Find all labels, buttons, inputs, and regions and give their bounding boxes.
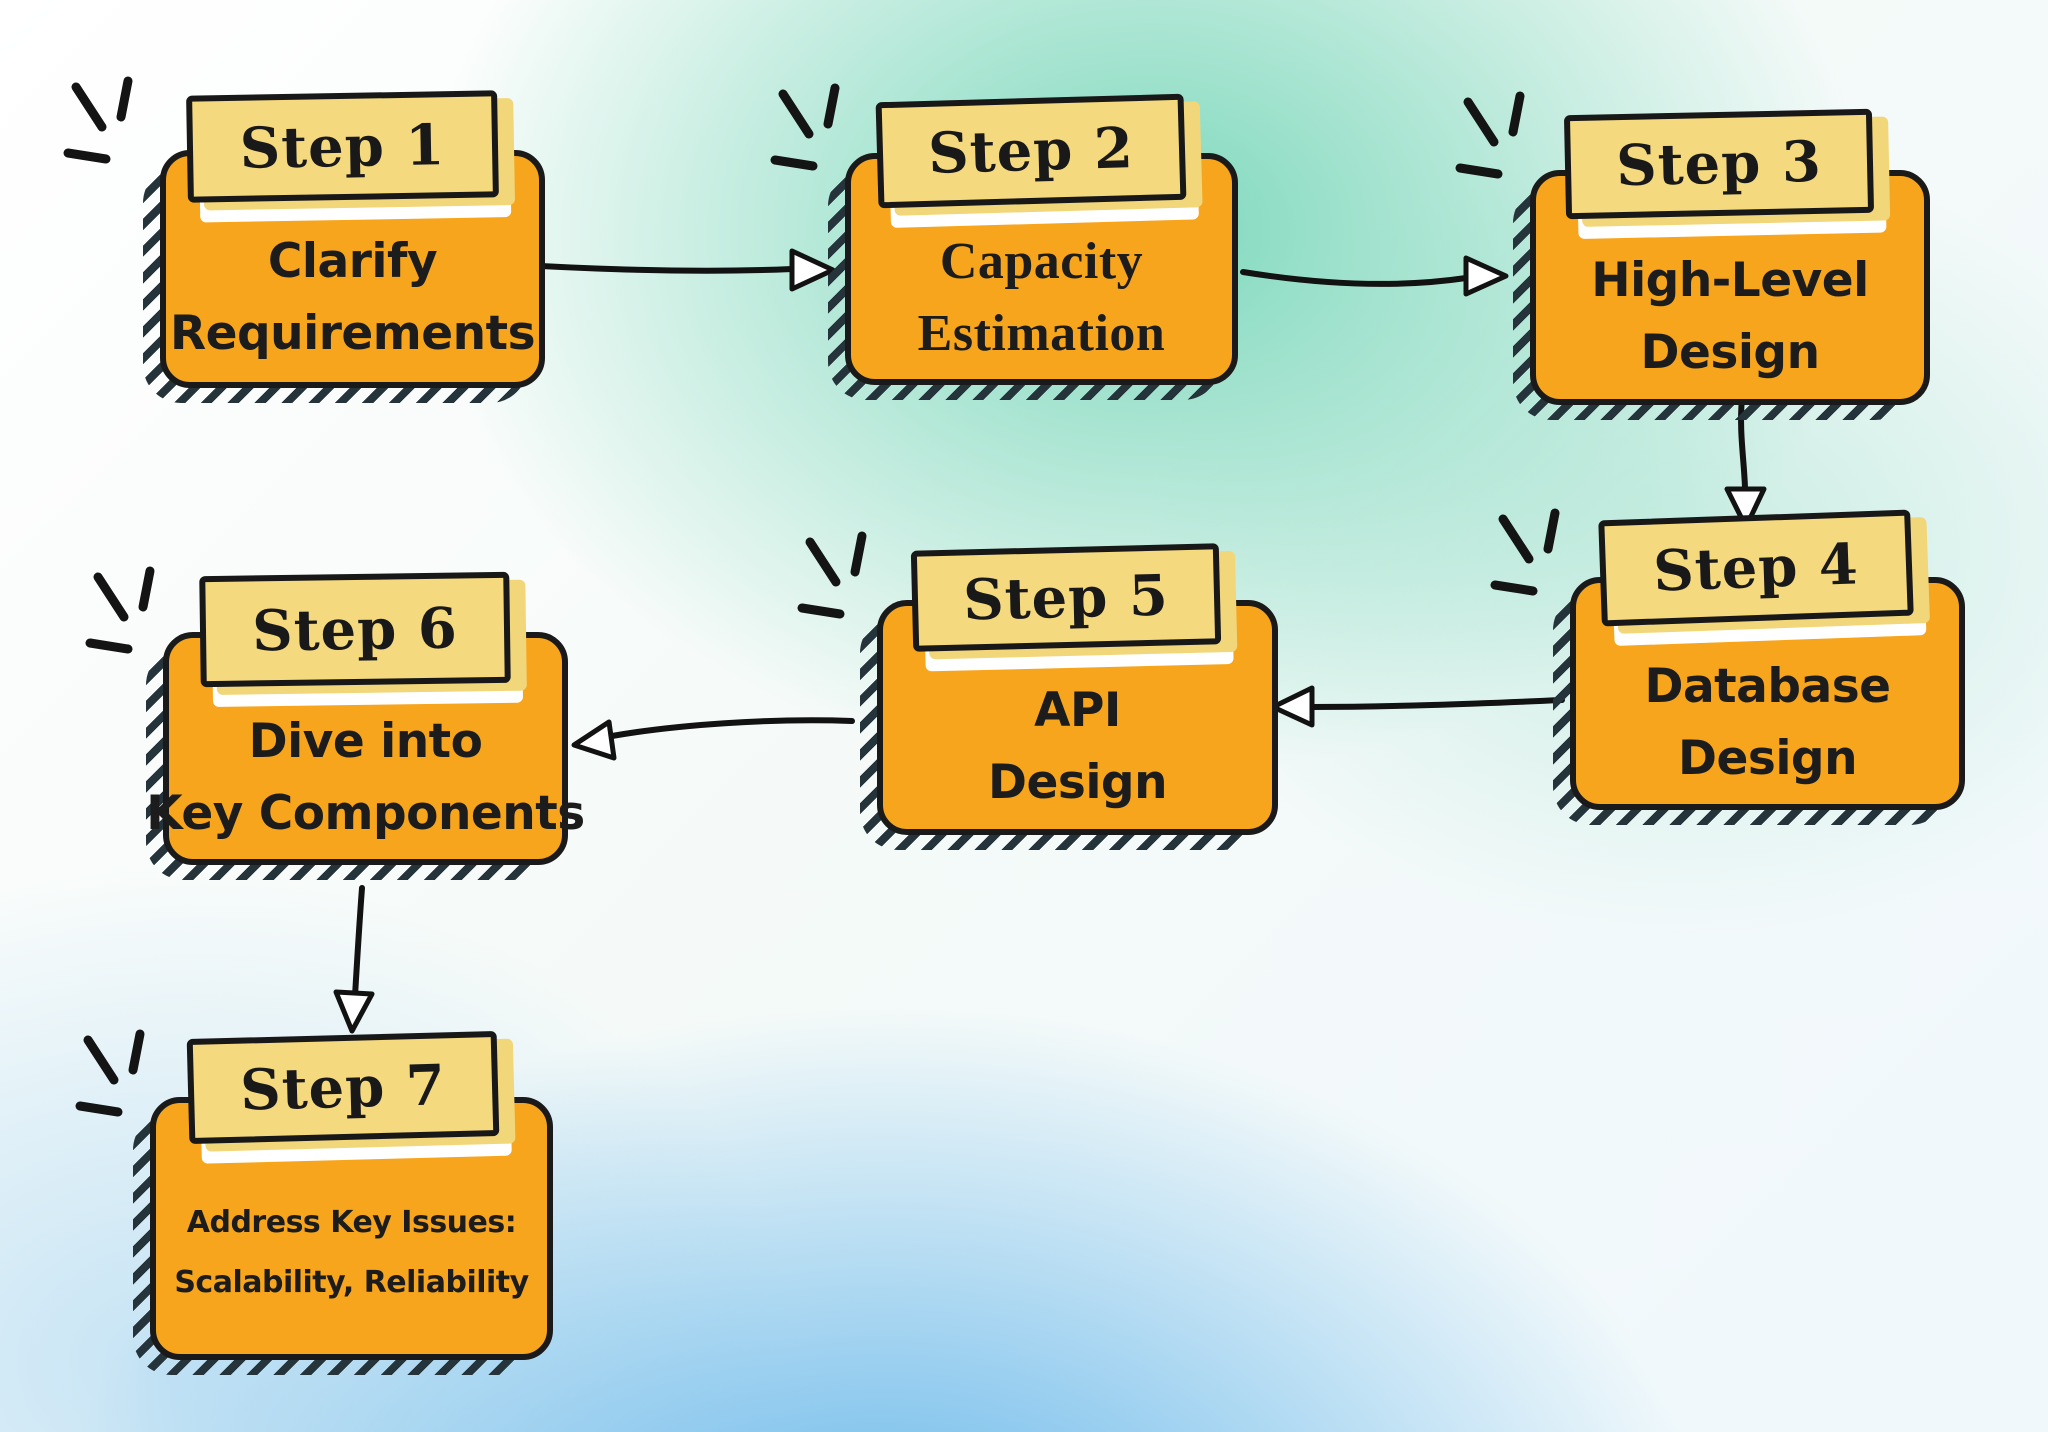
step-7-text-line: Scalability, Reliability [174, 1264, 529, 1300]
step-6-card: Dive into Key Components Step 6 [146, 571, 585, 880]
arrow-step6-to-step7 [333, 885, 375, 1034]
step-5-text-line: API [1034, 682, 1121, 738]
step-6-text-line: Dive into [248, 713, 483, 769]
step-2-label-tab: Step 2 [875, 93, 1187, 209]
step-5-label-tab: Step 5 [910, 543, 1222, 652]
sparkle-icon [797, 531, 867, 619]
sparkle-icon [75, 1029, 145, 1117]
step-1-text-line: Clarify [267, 234, 438, 289]
step-3-label-tab: Step 3 [1563, 108, 1875, 220]
step-4-label-tab: Step 4 [1598, 509, 1914, 627]
step-4-text-line: Database [1644, 658, 1891, 714]
arrow-step2-to-step3 [1240, 255, 1509, 297]
step-5-label: Step 5 [962, 561, 1170, 634]
step-7-text-line: Address Key Issues: [186, 1204, 517, 1240]
step-1-card: Clarify Requirements Step 1 [143, 90, 545, 403]
sparkle-icon [1490, 508, 1560, 596]
step-4-label: Step 4 [1652, 531, 1860, 605]
step-6-text-line: Key Components [146, 785, 585, 841]
step-3-text-line: High-Level [1591, 252, 1869, 308]
step-5-card: API Design Step 5 [860, 543, 1278, 850]
step-2-text-line: Estimation [917, 305, 1166, 362]
step-1-text-line: Requirements [169, 306, 536, 361]
sparkle-icon [63, 76, 133, 164]
step-1-label-tab: Step 1 [186, 90, 499, 203]
sparkle-icon [770, 83, 840, 171]
step-3-text-line: Design [1640, 324, 1820, 380]
step-1-label: Step 1 [239, 111, 446, 182]
step-6-label: Step 6 [251, 595, 459, 664]
step-4-text-line: Design [1677, 730, 1858, 786]
step-2-text-line: Capacity [939, 233, 1144, 290]
arrow-step4-to-step5 [1270, 685, 1565, 728]
step-7-card: Address Key Issues: Scalability, Reliabi… [133, 1030, 553, 1375]
step-7-label: Step 7 [239, 1051, 447, 1124]
arrow-step5-to-step6 [571, 717, 855, 761]
sparkle-icon [1455, 91, 1525, 179]
step-2-card: Capacity Estimation Step 2 [828, 93, 1238, 400]
step-7-label-tab: Step 7 [186, 1030, 500, 1145]
step-3-card: High-Level Design Step 3 [1513, 108, 1930, 420]
step-6-label-tab: Step 6 [199, 571, 511, 688]
sparkle-icon [85, 566, 155, 654]
step-3-label: Step 3 [1615, 128, 1823, 200]
step-5-text-line: Design [987, 754, 1168, 810]
step-4-card: Database Design Step 4 [1553, 509, 1965, 825]
step-2-label: Step 2 [927, 115, 1135, 187]
